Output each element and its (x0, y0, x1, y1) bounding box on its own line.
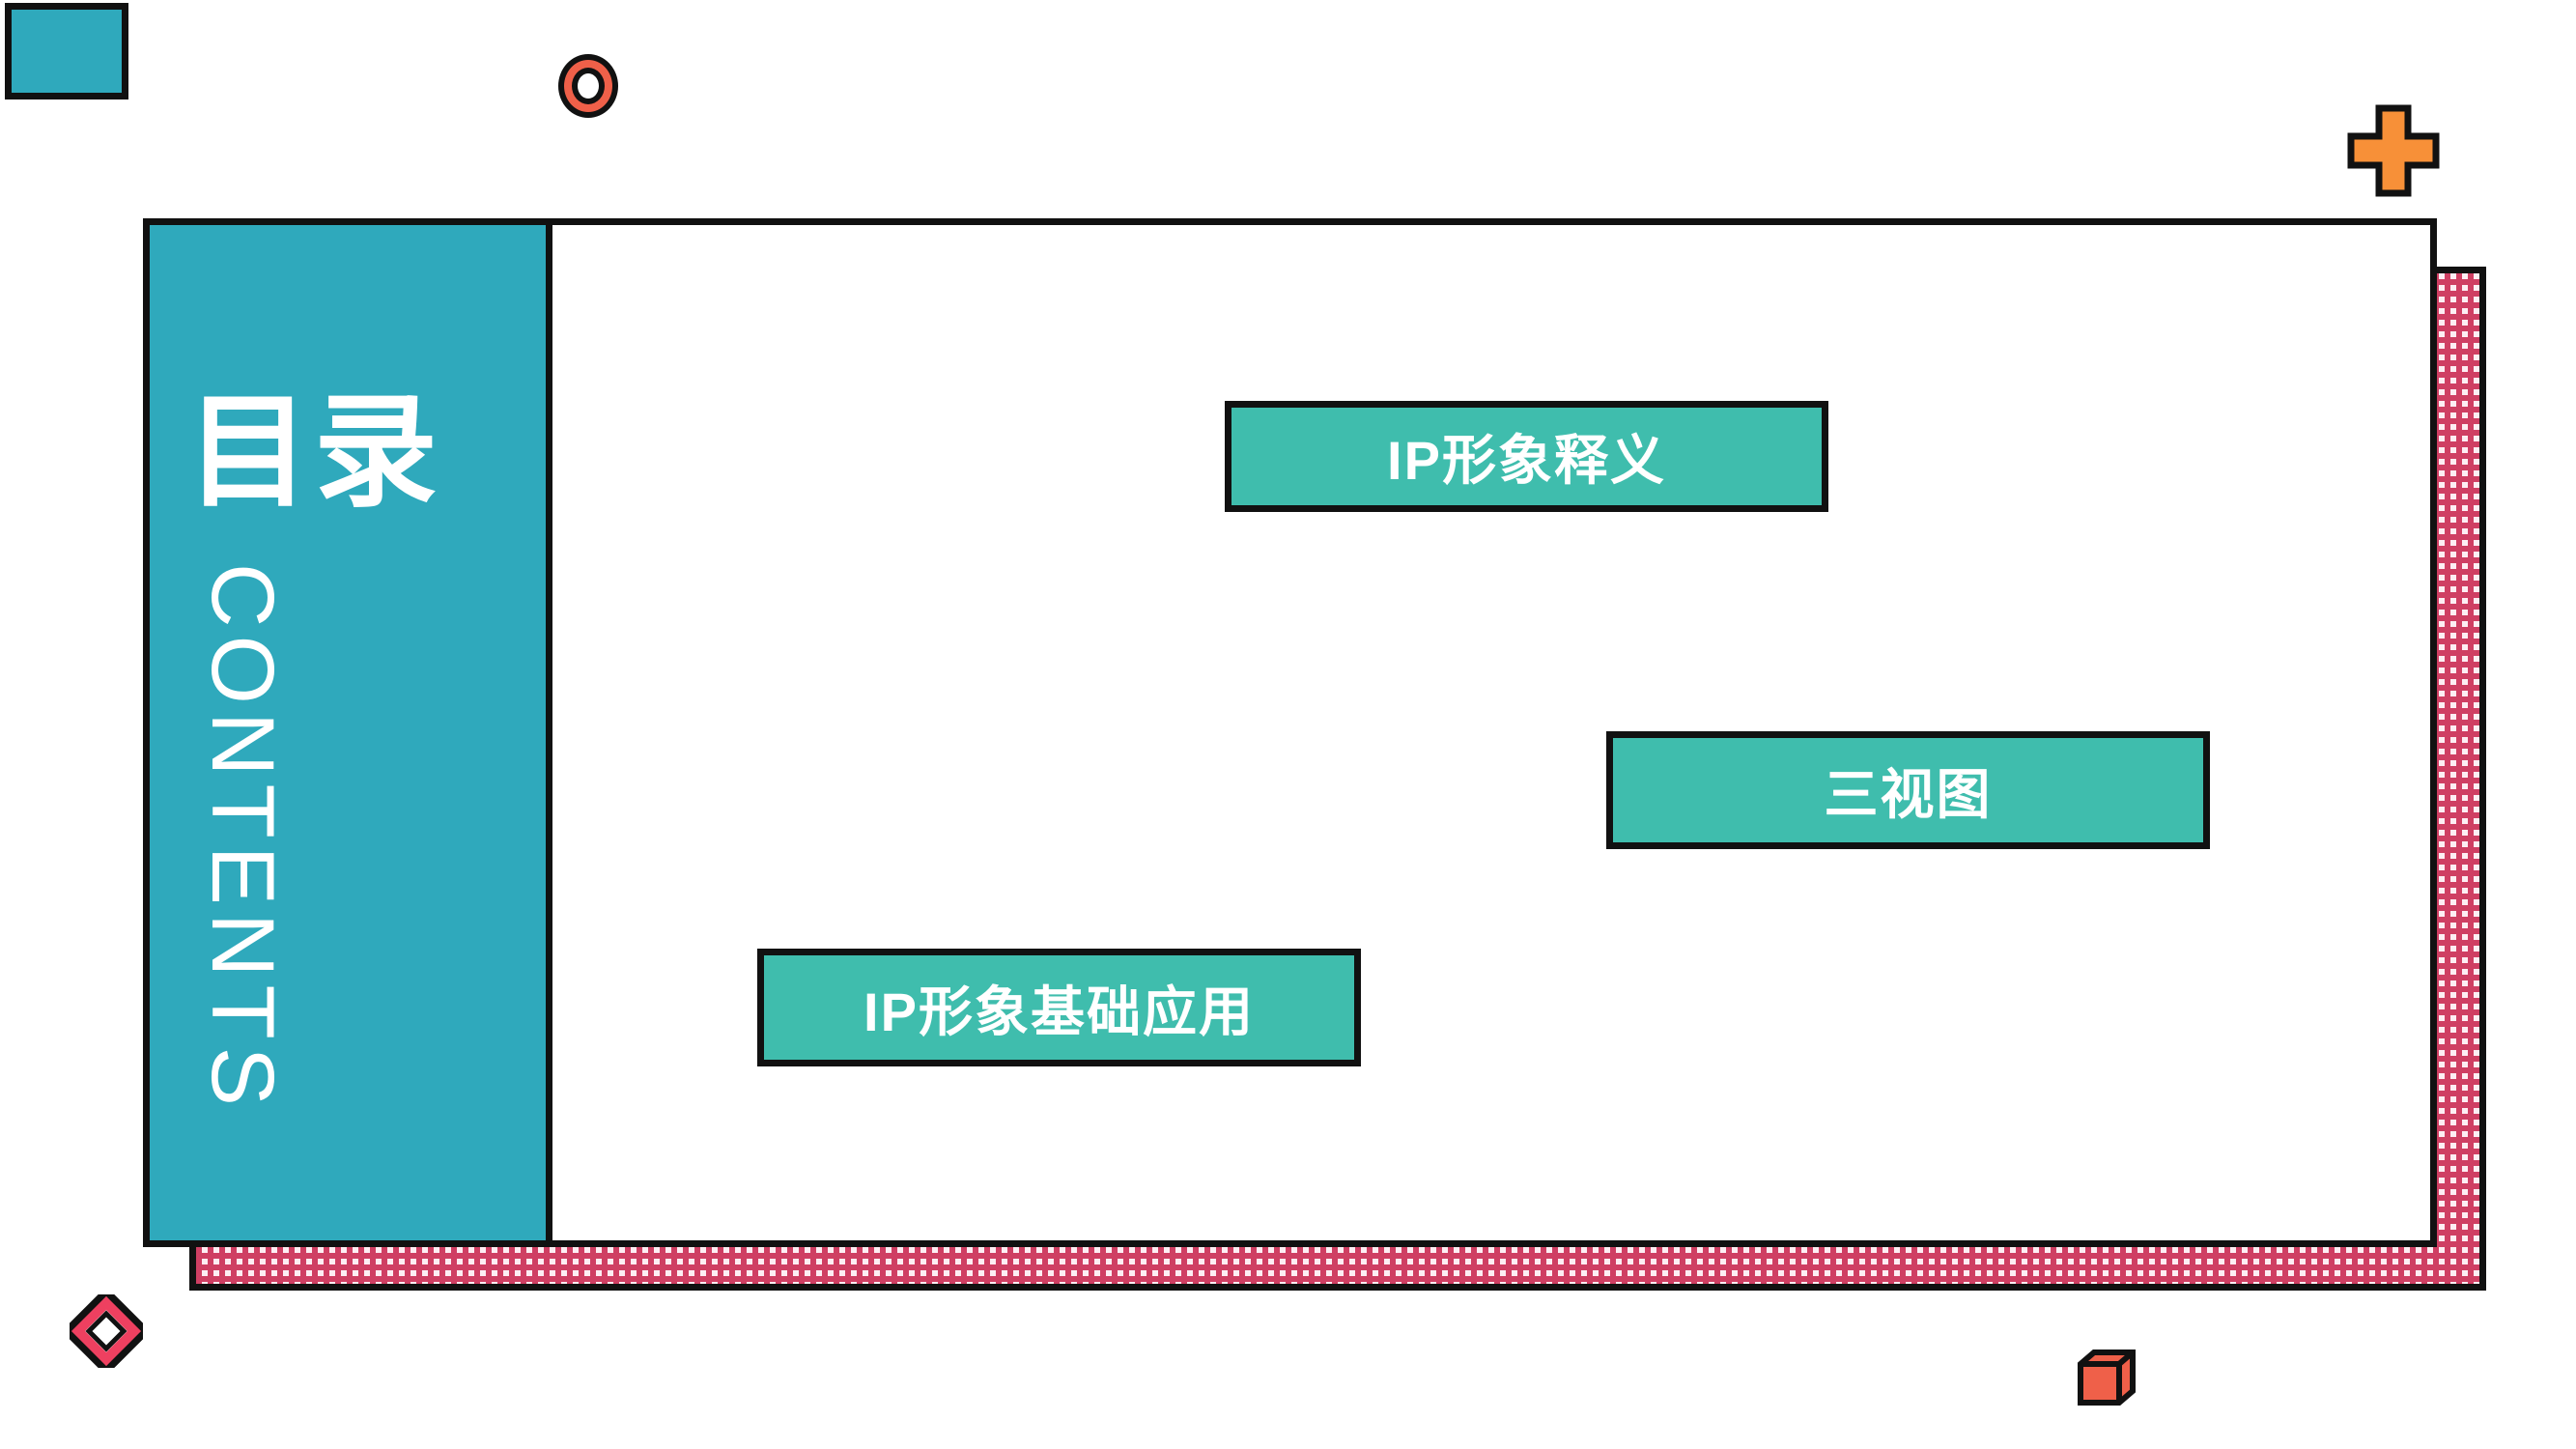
sidebar-subtitle: CONTENTS (193, 563, 292, 1114)
sidebar-panel: 目录 CONTENTS (143, 218, 552, 1247)
red-cube-icon (2077, 1349, 2137, 1408)
sidebar-subtitle-wrap: CONTENTS (150, 563, 546, 1114)
page-title: 目录 (186, 384, 442, 522)
pink-diamond-icon (70, 1294, 143, 1368)
toc-item-ip-basic-application[interactable]: IP形象基础应用 (757, 949, 1361, 1066)
teal-square-icon (5, 3, 128, 99)
orange-plus-icon (2347, 104, 2440, 197)
toc-item-three-views[interactable]: 三视图 (1606, 731, 2210, 849)
toc-item-ip-definition[interactable]: IP形象释义 (1225, 401, 1828, 512)
ring-hole (572, 68, 605, 104)
red-ring-icon (558, 54, 618, 118)
